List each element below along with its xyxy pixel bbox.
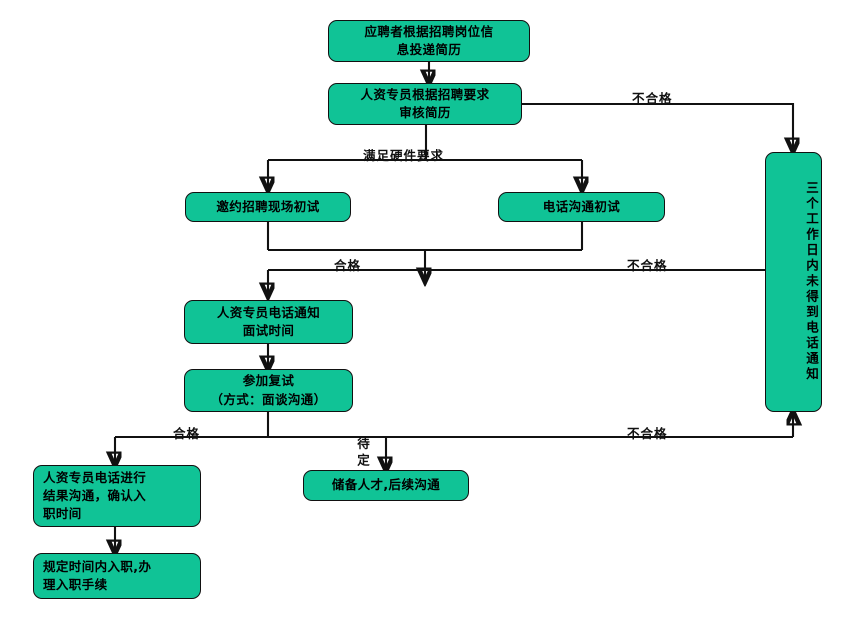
- node-phone-interview[interactable]: 电话沟通初试: [498, 192, 665, 222]
- node-talent-pool-label: 储备人才,后续沟通: [331, 477, 441, 493]
- edge-label-fail-second: 不合格: [627, 426, 668, 441]
- node-onboarding-label: 规定时间内入职,办理入职手续: [43, 558, 152, 592]
- node-no-call-within-three-days-label: 三个工作日内未得到电话通知: [804, 181, 819, 383]
- node-notify-interview-time-label: 人资专员电话通知面试时间: [216, 304, 321, 338]
- edge-label-meet-hardware: 满足硬件要求: [363, 148, 445, 163]
- node-onsite-interview-label: 邀约招聘现场初试: [216, 198, 320, 214]
- node-screen-resume-label: 人资专员根据招聘要求审核简历: [360, 86, 490, 120]
- edge-label-pass-first: 合格: [334, 258, 362, 273]
- node-second-interview[interactable]: 参加复试（方式：面谈沟通）: [184, 369, 353, 412]
- node-no-call-within-three-days[interactable]: 三个工作日内未得到电话通知: [765, 152, 822, 412]
- node-offer-confirm-label: 人资专员电话进行结果沟通，确认入职时间: [43, 469, 147, 522]
- node-talent-pool[interactable]: 储备人才,后续沟通: [303, 470, 469, 501]
- node-apply-label: 应聘者根据招聘岗位信息投递简历: [364, 23, 494, 57]
- node-onboarding[interactable]: 规定时间内入职,办理入职手续: [33, 553, 201, 599]
- node-onsite-interview[interactable]: 邀约招聘现场初试: [185, 192, 351, 222]
- node-offer-confirm[interactable]: 人资专员电话进行结果沟通，确认入职时间: [33, 465, 201, 527]
- node-second-interview-label: 参加复试（方式：面谈沟通）: [210, 373, 327, 407]
- edge-label-pass-second: 合格: [173, 426, 201, 441]
- node-phone-interview-label: 电话沟通初试: [542, 198, 621, 214]
- edge-label-reject-screen: 不合格: [632, 91, 673, 106]
- edge-screen-to-reject: [522, 102, 793, 151]
- node-apply[interactable]: 应聘者根据招聘岗位信息投递简历: [328, 20, 530, 62]
- edge-label-fail-first: 不合格: [627, 258, 668, 273]
- node-screen-resume[interactable]: 人资专员根据招聘要求审核简历: [328, 83, 522, 125]
- edge-label-pending: 待定: [355, 437, 370, 470]
- node-notify-interview-time[interactable]: 人资专员电话通知面试时间: [184, 300, 353, 344]
